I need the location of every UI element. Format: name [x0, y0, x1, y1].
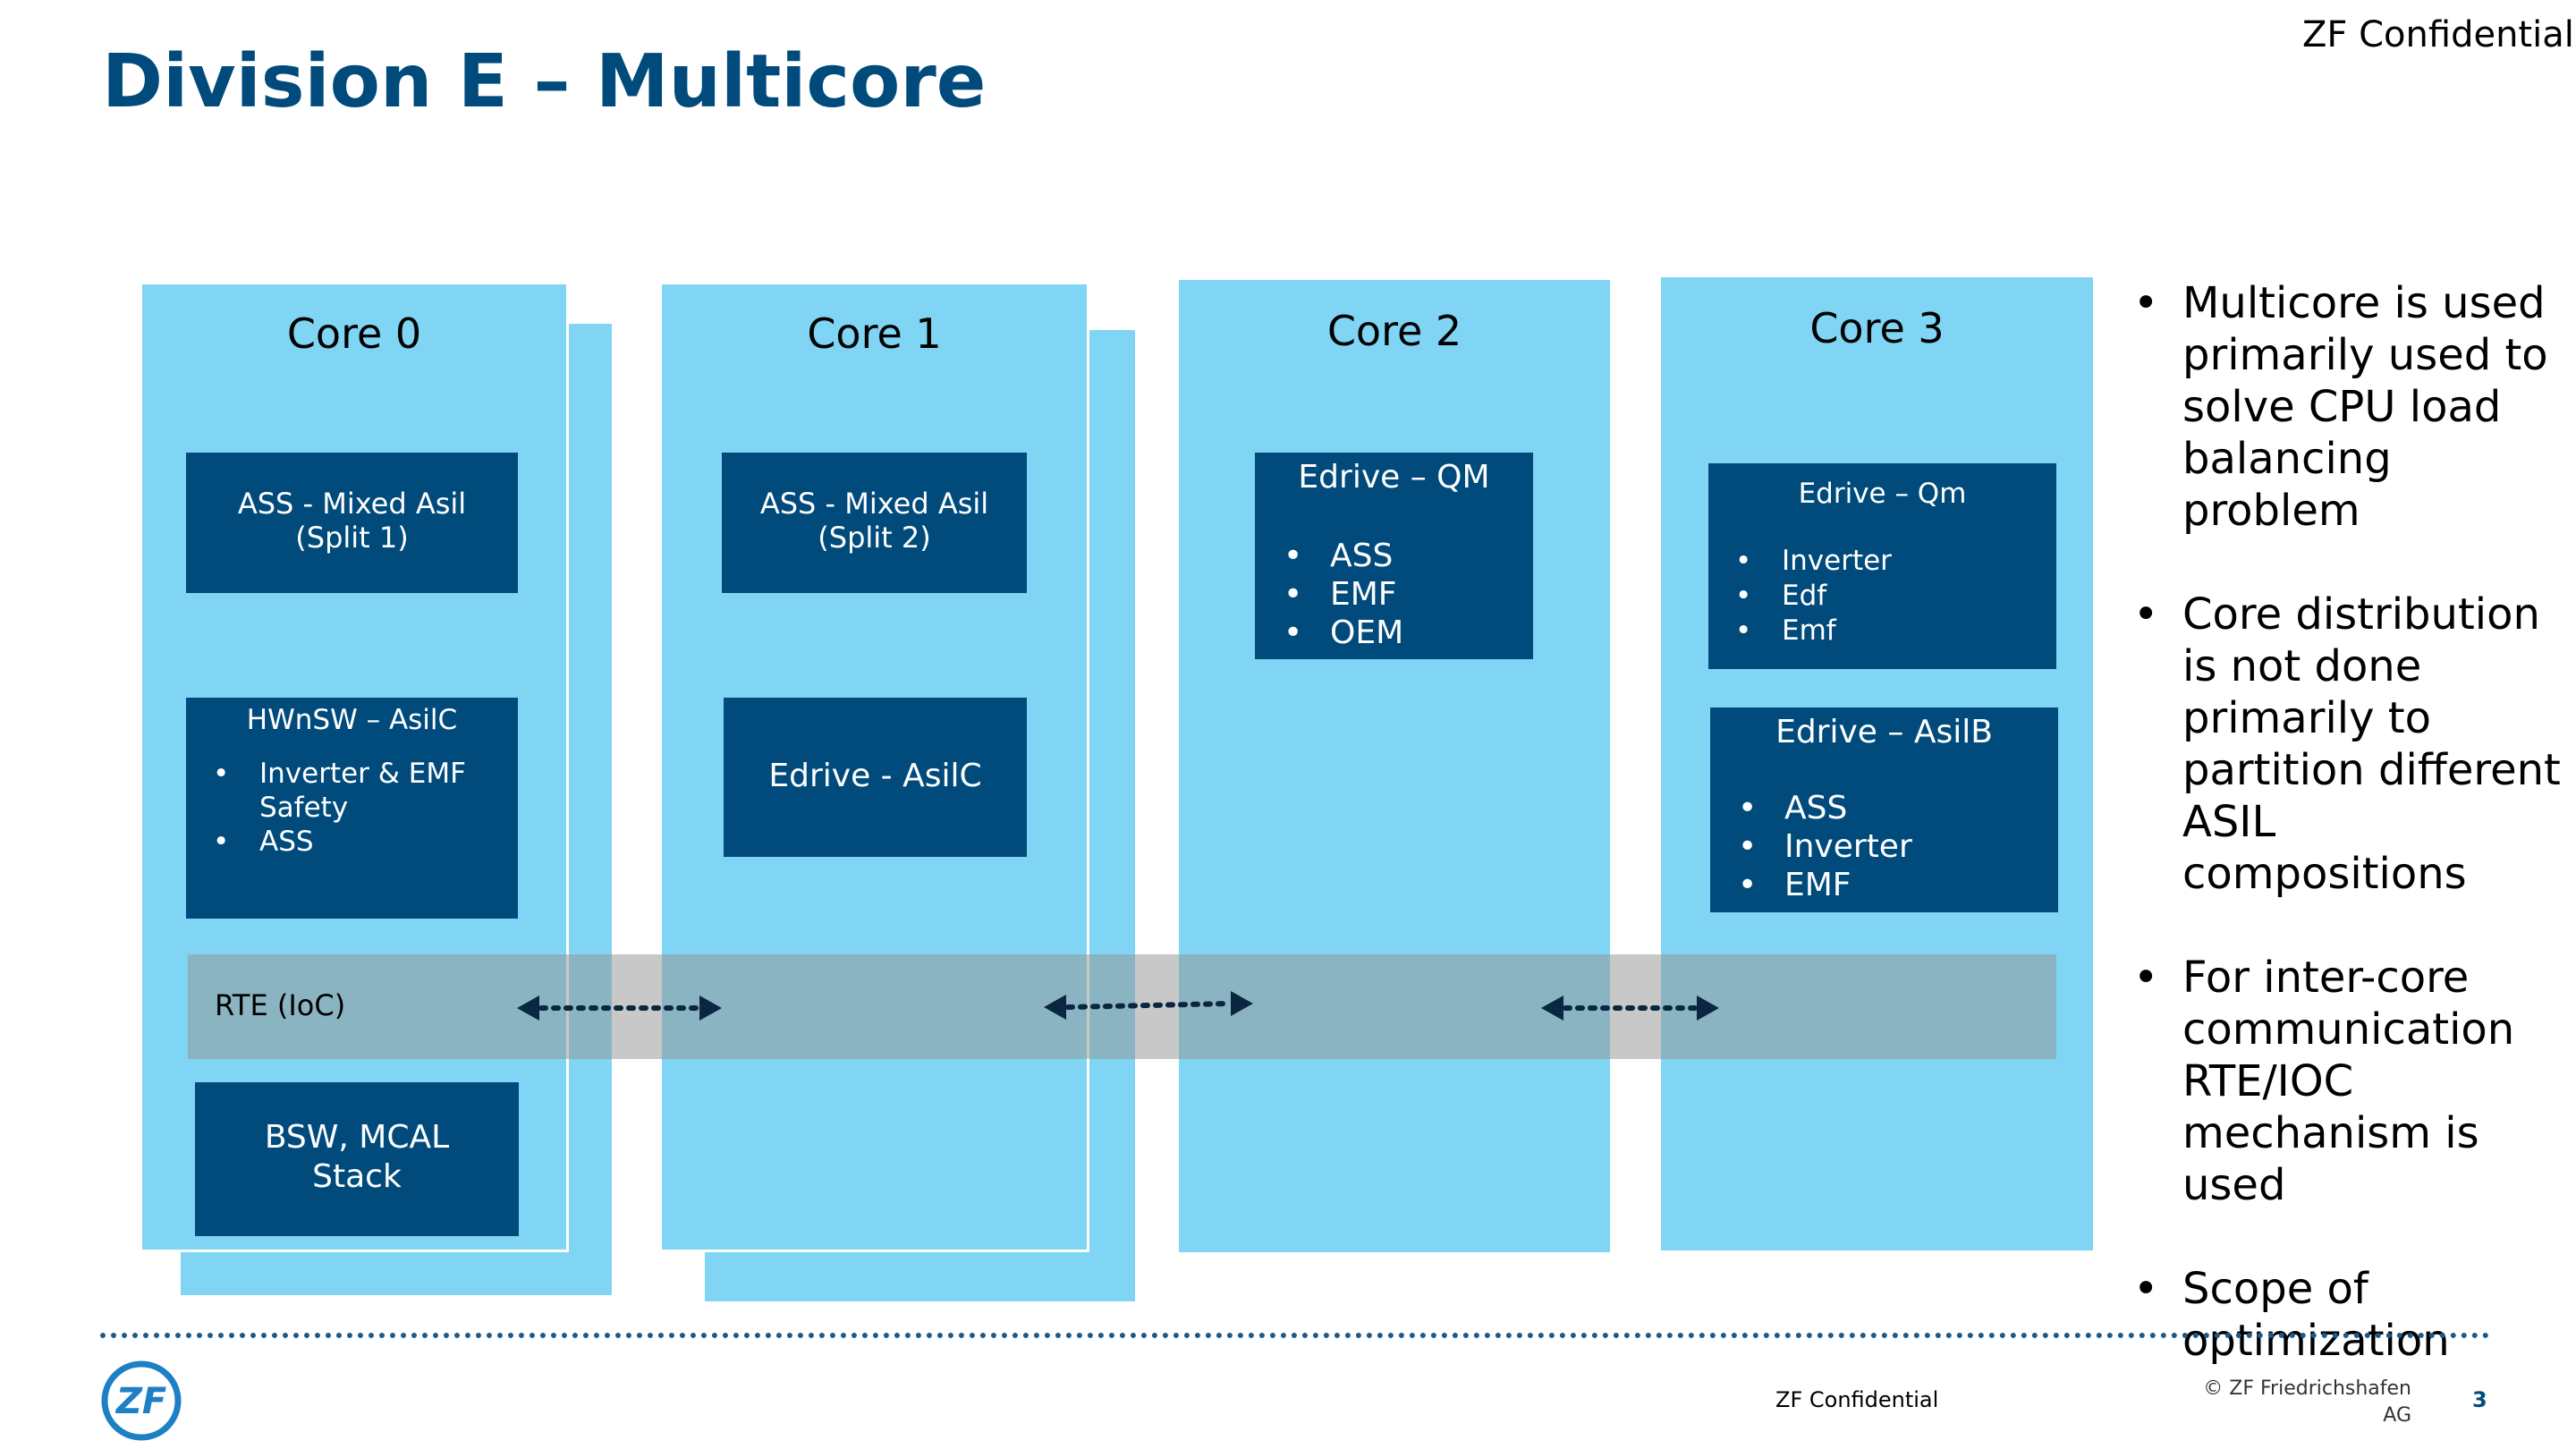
edrive-asilc-block: Edrive - AsilC	[724, 698, 1027, 857]
zf-logo-text: ZF	[114, 1381, 166, 1422]
rte-ioc-label: RTE (IoC)	[215, 988, 346, 1022]
bsw-mcal-stack-block: BSW, MCAL Stack	[195, 1082, 519, 1236]
confidential-label-top: ZF Confidential	[2302, 14, 2574, 55]
hwnsw-item-inverter-emf-safety: Inverter & EMF Safety	[213, 757, 501, 825]
ass-split-2-line2: (Split 2)	[818, 521, 931, 555]
edrive-asilc-label: Edrive - AsilC	[768, 758, 982, 794]
edrive-qm-core3-item-edf: Edf	[1735, 579, 2056, 614]
bullet-scope-of-optimization: Scope of optimization	[2133, 1263, 2563, 1367]
edrive-qm-item-emf: EMF	[1284, 575, 1533, 614]
bsw-line1: BSW, MCAL	[264, 1119, 450, 1156]
hwnsw-title: HWnSW – AsilC	[246, 704, 458, 736]
edrive-qm-title: Edrive – QM	[1298, 459, 1490, 496]
edrive-asilb-item-inverter: Inverter	[1738, 827, 2058, 866]
ass-mixed-asil-split-2-block: ASS - Mixed Asil (Split 2)	[722, 453, 1027, 593]
ass-split-1-line2: (Split 1)	[295, 521, 409, 555]
ioc-arrow-core2-core3	[1541, 996, 1719, 1021]
ass-mixed-asil-split-1-block: ASS - Mixed Asil (Split 1)	[186, 453, 518, 593]
bullet-inter-core-communication: For inter-core communication RTE/IOC mec…	[2133, 952, 2563, 1211]
ioc-arrow-core1-core2	[1044, 991, 1253, 1020]
edrive-asilb-block: Edrive – AsilB ASS Inverter EMF	[1710, 708, 2058, 912]
zf-logo-icon: ZF	[101, 1360, 182, 1441]
edrive-asilb-title: Edrive – AsilB	[1775, 714, 1993, 750]
core-1-title: Core 1	[807, 309, 942, 358]
core-2-panel: Core 2	[1179, 280, 1610, 1252]
bsw-line2: Stack	[312, 1158, 402, 1195]
core-3-title: Core 3	[1809, 304, 1945, 352]
bullet-core-distribution: Core distribution is not done primarily …	[2133, 589, 2563, 900]
edrive-qm-block: Edrive – QM ASS EMF OEM	[1255, 453, 1533, 659]
edrive-qm-core3-item-emf: Emf	[1735, 614, 2056, 648]
edrive-asilb-item-emf: EMF	[1738, 866, 2058, 904]
confidential-label-bottom: ZF Confidential	[1775, 1387, 1939, 1412]
hwnsw-asilc-block: HWnSW – AsilC Inverter & EMF Safety ASS	[186, 698, 518, 919]
edrive-qm-item-ass: ASS	[1284, 537, 1533, 575]
ass-split-1-line1: ASS - Mixed Asil	[237, 487, 467, 521]
core-0-title: Core 0	[286, 309, 422, 358]
ass-split-2-line1: ASS - Mixed Asil	[759, 487, 989, 521]
core-2-title: Core 2	[1326, 307, 1462, 355]
hwnsw-item-ass: ASS	[213, 825, 518, 859]
edrive-qm-core3-title: Edrive – Qm	[1798, 478, 1967, 510]
footer-dotted-separator	[100, 1333, 2490, 1338]
edrive-qm-core3-block: Edrive – Qm Inverter Edf Emf	[1708, 463, 2056, 669]
slide-title: Division E – Multicore	[102, 39, 987, 124]
edrive-qm-item-oem: OEM	[1284, 614, 1533, 652]
explanation-bullet-list: Multicore is used primarily used to solv…	[2133, 277, 2563, 1419]
edrive-qm-core3-item-inverter: Inverter	[1735, 544, 2056, 579]
ioc-arrow-core0-core1	[517, 996, 722, 1021]
page-number: 3	[2472, 1387, 2487, 1412]
edrive-asilb-item-ass: ASS	[1738, 789, 2058, 827]
bullet-load-balancing: Multicore is used primarily used to solv…	[2133, 277, 2563, 537]
copyright-notice: © ZF Friedrichshafen AG	[2203, 1377, 2411, 1427]
